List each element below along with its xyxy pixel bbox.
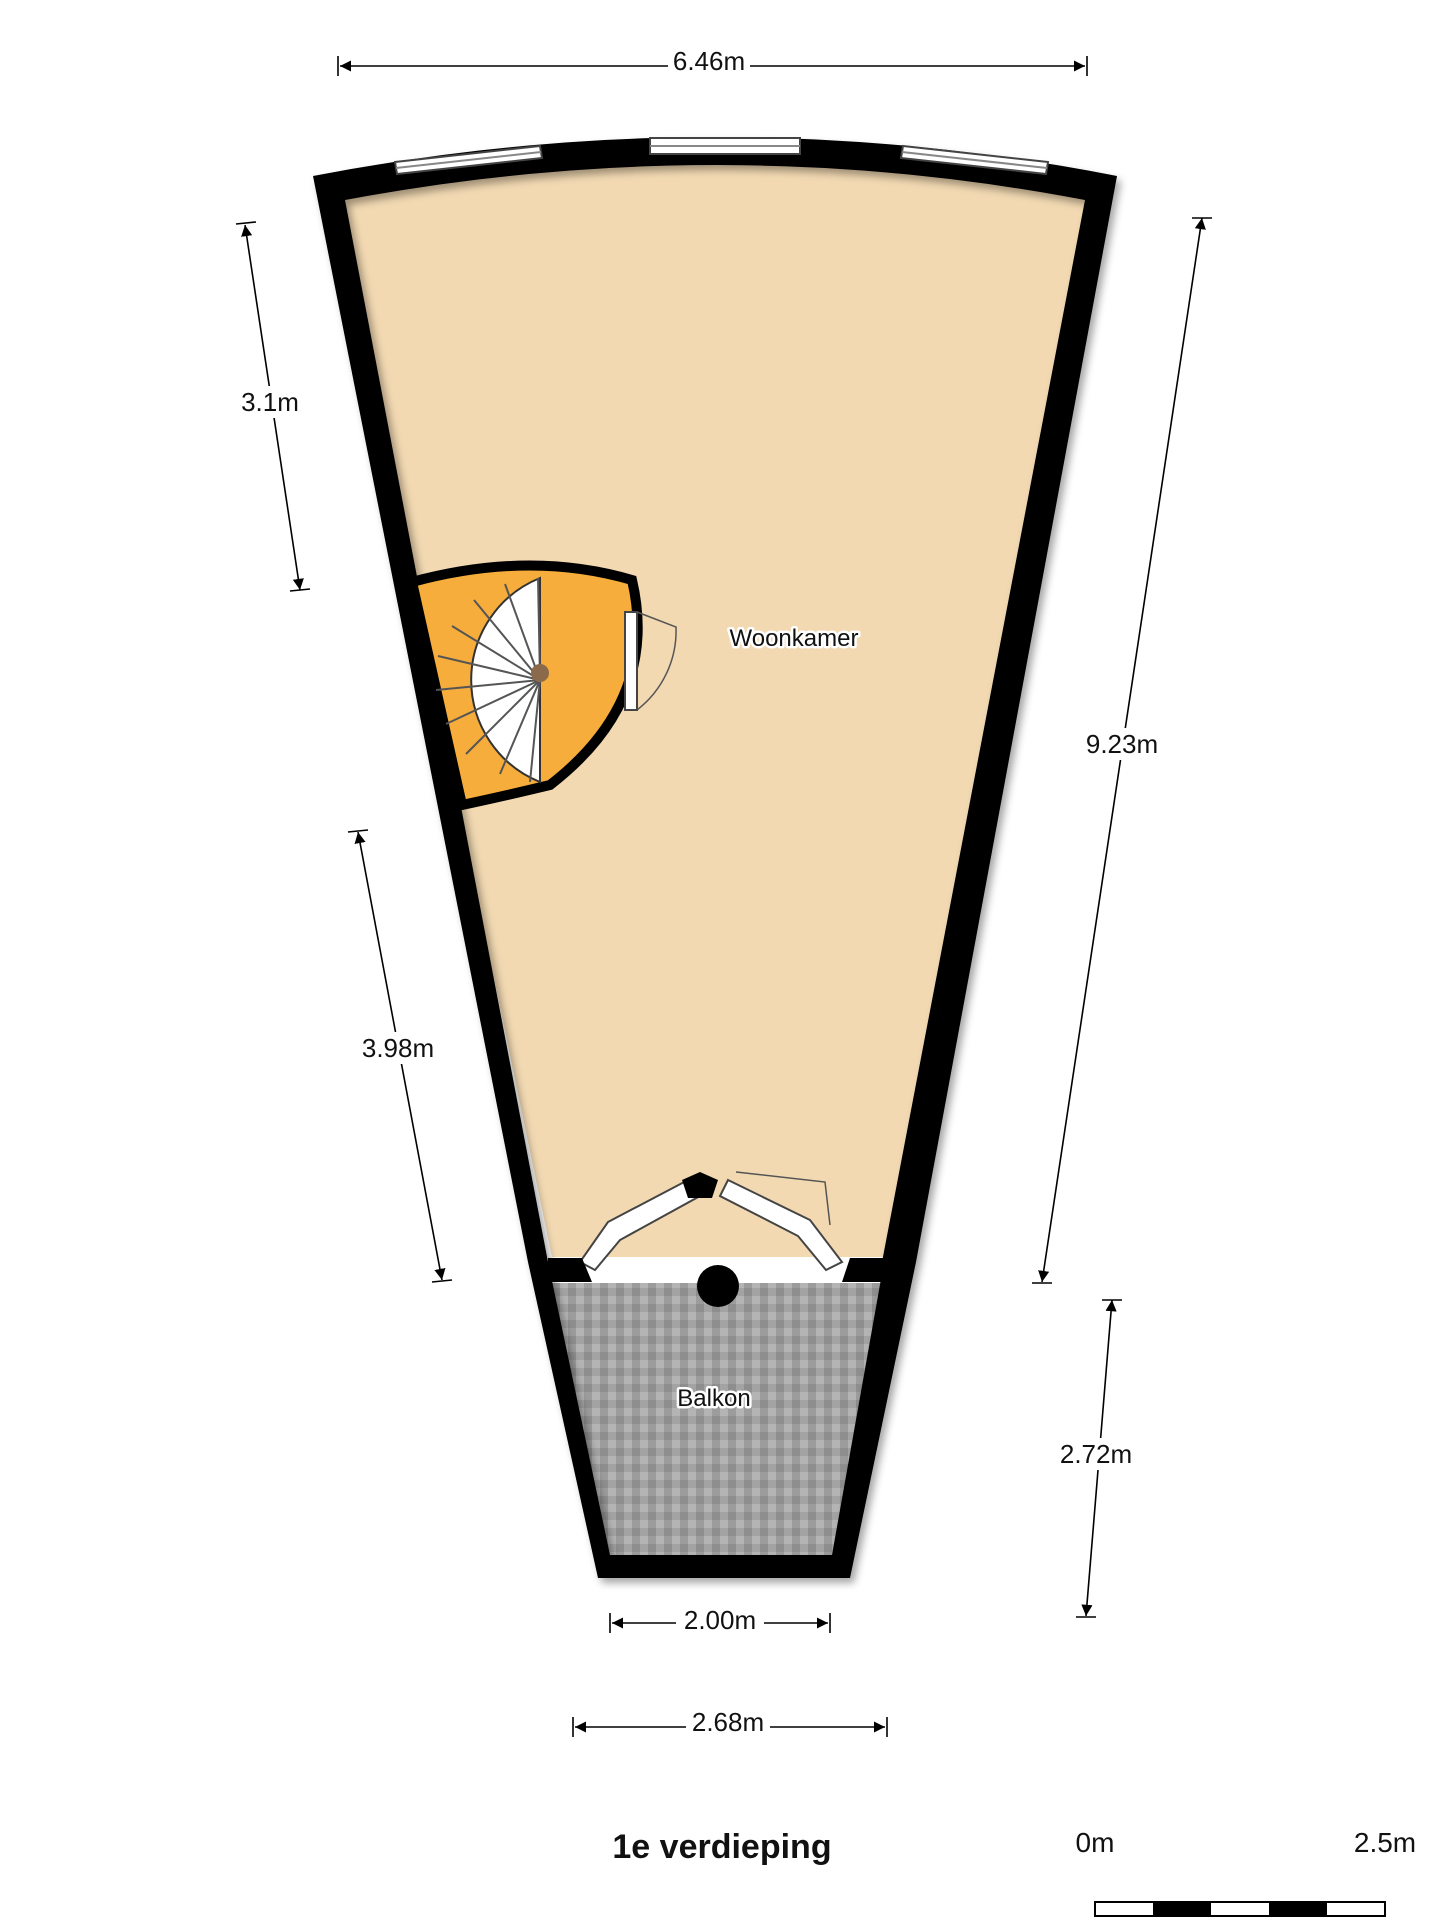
dimension-top-width: 6.46m bbox=[673, 46, 745, 76]
scale-bar: 0m 2.5m bbox=[1076, 1827, 1416, 1917]
dimension-balcony-length: 2.72m bbox=[1060, 1439, 1132, 1469]
floor-title: 1e verdieping bbox=[612, 1828, 831, 1866]
room-label-woonkamer: Woonkamer bbox=[730, 625, 859, 652]
dimension-balcony-bottom-width: 2.00m bbox=[684, 1605, 756, 1635]
scale-end-label: 2.5m bbox=[1354, 1827, 1416, 1858]
dimension-right-length: 9.23m bbox=[1086, 729, 1158, 759]
balcony-floor bbox=[548, 1283, 902, 1565]
top-windows bbox=[393, 137, 1050, 176]
dimension-left-upper: 3.1m bbox=[241, 387, 299, 417]
balcony-doors bbox=[548, 1171, 884, 1307]
dimension-balcony-base-width: 2.68m bbox=[692, 1707, 764, 1737]
spiral-staircase bbox=[406, 560, 677, 811]
living-room-floor bbox=[330, 150, 1100, 1257]
scale-start-label: 0m bbox=[1076, 1827, 1115, 1858]
dimension-left-lower: 3.98m bbox=[362, 1033, 434, 1063]
room-label-balkon: Balkon bbox=[677, 1385, 750, 1412]
